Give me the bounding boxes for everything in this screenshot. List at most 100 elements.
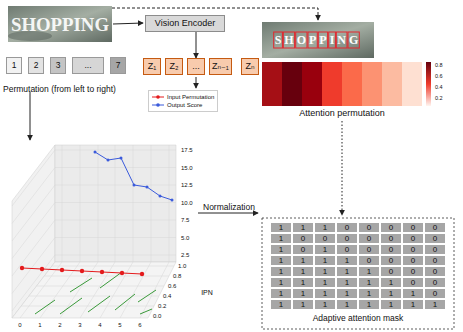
mask-cell: 1 bbox=[358, 277, 380, 288]
mask-cell: 0 bbox=[314, 233, 336, 244]
mask-cell: 1 bbox=[270, 244, 292, 255]
encoder-box: Vision Encoder bbox=[145, 15, 225, 32]
axis-title: IPN bbox=[201, 289, 213, 296]
mask-cell: 0 bbox=[380, 255, 402, 266]
mask-cell: 1 bbox=[314, 277, 336, 288]
mask-cell: 1 bbox=[336, 277, 358, 288]
mask-cell: 1 bbox=[270, 277, 292, 288]
colorbar-tick: 0.6 bbox=[435, 74, 443, 80]
mask-cell: 0 bbox=[424, 222, 446, 233]
axis-tick: 6 bbox=[138, 322, 141, 328]
axis-tick: 12.5 bbox=[181, 182, 193, 188]
dotted-arrow bbox=[342, 121, 343, 215]
legend-box: Input PermutationOutput Score bbox=[148, 90, 218, 112]
mask-cell: 0 bbox=[402, 255, 424, 266]
legend-dot bbox=[156, 103, 160, 107]
mask-cell: 1 bbox=[402, 288, 424, 299]
axis-tick: 7.5 bbox=[181, 217, 189, 223]
node-text: Z₂ bbox=[168, 61, 180, 72]
token-box: Zₙ bbox=[241, 58, 259, 75]
mask-cell: 1 bbox=[336, 299, 358, 310]
legend-row: Output Score bbox=[152, 101, 214, 109]
mask-cell: 0 bbox=[424, 288, 446, 299]
axis-tick: 0 bbox=[18, 322, 21, 328]
token-box: Zₙ₋₁ bbox=[209, 58, 232, 75]
mask-cell: 1 bbox=[314, 222, 336, 233]
permutation-box: 7 bbox=[110, 57, 126, 74]
mask-cell: 0 bbox=[424, 255, 446, 266]
mask-cell: 0 bbox=[424, 266, 446, 277]
mask-cell: 1 bbox=[380, 299, 402, 310]
caption-label: Adaptive attention mask bbox=[313, 314, 404, 323]
mask-cell: 0 bbox=[358, 244, 380, 255]
axis-tick: 5.0 bbox=[181, 235, 189, 241]
axis-tick: 1.0 bbox=[178, 263, 186, 269]
legend-sample bbox=[152, 94, 164, 100]
mask-cell: 0 bbox=[336, 244, 358, 255]
mask-cell: 1 bbox=[380, 288, 402, 299]
mask-cell: 0 bbox=[402, 233, 424, 244]
mask-cell: 1 bbox=[292, 222, 314, 233]
legend-sample bbox=[152, 102, 164, 108]
mask-cell: 0 bbox=[424, 277, 446, 288]
arrow bbox=[196, 77, 197, 88]
mask-cell: 1 bbox=[314, 255, 336, 266]
colorbar-tick: 0.2 bbox=[435, 96, 443, 102]
scene-text: SHOPPING bbox=[275, 34, 362, 46]
axis-tick: 0.4 bbox=[163, 293, 171, 299]
permutation-box: 3 bbox=[50, 57, 66, 74]
mask-cell: 0 bbox=[380, 222, 402, 233]
scene-image bbox=[8, 6, 112, 42]
axis-tick: 0.8 bbox=[173, 273, 181, 279]
permutation-box: ... bbox=[72, 57, 104, 74]
mask-cell: 1 bbox=[292, 255, 314, 266]
permutation-box: 1 bbox=[6, 57, 22, 74]
arrow bbox=[113, 23, 143, 24]
token-box: ... bbox=[187, 58, 205, 75]
mask-cell: 1 bbox=[270, 288, 292, 299]
mask-cell: 0 bbox=[358, 233, 380, 244]
caption-label: Attention permutation bbox=[299, 109, 385, 118]
mask-cell: 0 bbox=[402, 266, 424, 277]
mask-cell: 0 bbox=[424, 233, 446, 244]
arrow bbox=[30, 92, 31, 140]
mask-cell: 1 bbox=[292, 288, 314, 299]
node-text: Zₙ bbox=[244, 61, 256, 72]
mask-cell: 1 bbox=[292, 266, 314, 277]
mask-cell: 0 bbox=[292, 233, 314, 244]
mask-frame bbox=[262, 218, 454, 329]
legend-text: Input Permutation bbox=[167, 94, 214, 100]
axis-tick: 3 bbox=[78, 322, 81, 328]
mask-cell: 1 bbox=[270, 222, 292, 233]
arrow bbox=[198, 213, 258, 214]
mask-cell: 1 bbox=[358, 288, 380, 299]
mask-cell: 1 bbox=[270, 299, 292, 310]
axis-tick: 1 bbox=[38, 322, 41, 328]
mask-cell: 0 bbox=[336, 222, 358, 233]
arrow-label: Normalization bbox=[203, 203, 255, 212]
permutation-box: 2 bbox=[28, 57, 44, 74]
node-text: 2 bbox=[31, 60, 41, 71]
mask-cell: 0 bbox=[402, 244, 424, 255]
colorbar-tick: 0.4 bbox=[435, 85, 443, 91]
mask-cell: 1 bbox=[336, 288, 358, 299]
scene-image bbox=[262, 22, 374, 58]
heatmap bbox=[262, 62, 422, 106]
mask-cell: 1 bbox=[270, 233, 292, 244]
mask-cell: 0 bbox=[358, 222, 380, 233]
mask-cell: 0 bbox=[336, 233, 358, 244]
mask-cell: 1 bbox=[358, 266, 380, 277]
caption-label: Permutation (from left to right) bbox=[3, 85, 116, 94]
node-text: Vision Encoder bbox=[148, 18, 222, 29]
node-text: ... bbox=[190, 61, 202, 72]
legend-text: Output Score bbox=[167, 102, 202, 108]
colorbar-tick: 0.8 bbox=[435, 63, 443, 69]
axis-tick: 2 bbox=[58, 322, 61, 328]
mask-cell: 0 bbox=[380, 233, 402, 244]
node-text: 7 bbox=[113, 60, 123, 71]
mask-cell: 0 bbox=[402, 277, 424, 288]
token-box: Z₁ bbox=[143, 58, 161, 75]
mask-cell: 0 bbox=[424, 244, 446, 255]
mask-cell: 1 bbox=[402, 299, 424, 310]
mask-cell: 1 bbox=[358, 299, 380, 310]
